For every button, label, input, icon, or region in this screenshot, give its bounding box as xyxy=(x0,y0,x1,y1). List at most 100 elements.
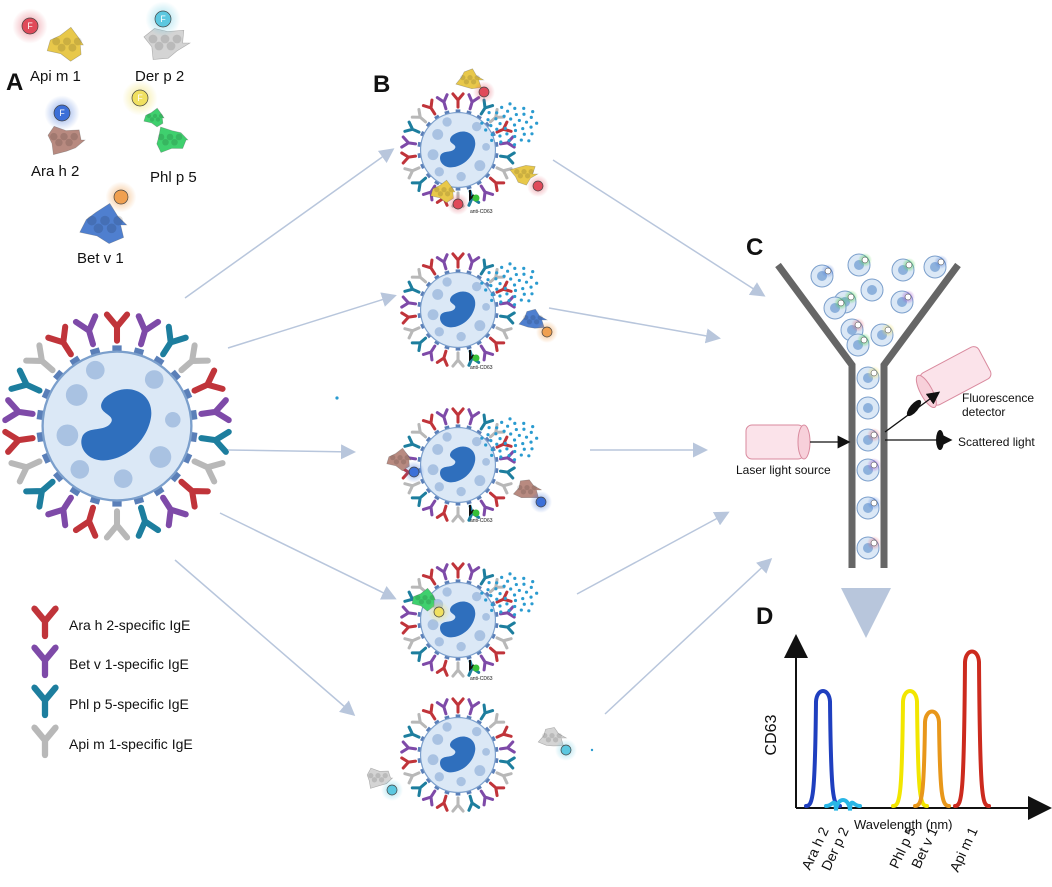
panel-letter-a: A xyxy=(6,69,23,96)
bound-fluorophore-icon xyxy=(447,193,469,215)
basophil-large xyxy=(5,315,228,538)
flow-cell-particle xyxy=(846,333,871,357)
allergen-label-der-p-2: Der p 2 xyxy=(135,68,184,85)
allergen-phl-p-5-molecule-part xyxy=(143,107,165,128)
flow-cell-particle xyxy=(856,496,881,520)
arrow-b1-to-c xyxy=(552,159,766,297)
bound-allergen xyxy=(430,179,456,204)
flow-cell-particle xyxy=(847,253,872,277)
flow-cell-particle xyxy=(891,258,916,282)
allergen-der-p-2-molecule xyxy=(143,28,192,60)
anti-cd63-marker xyxy=(469,350,480,362)
svg-text:F: F xyxy=(27,21,33,31)
fc-receptor xyxy=(455,345,461,351)
arrow-a-to-b2 xyxy=(227,292,397,349)
anti-cd63-label-2: anti-CD63 xyxy=(470,365,493,371)
anti-cd63-marker xyxy=(469,505,480,517)
fc-receptor xyxy=(455,579,461,585)
legend-label-phl-p-5: Phl p 5-specific IgE xyxy=(69,696,189,712)
legend-label-bet-v-1: Bet v 1-specific IgE xyxy=(69,656,189,672)
flow-cell-funnel xyxy=(775,262,961,568)
flow-cell-particle xyxy=(823,296,848,320)
chart-x-axis-label: Wavelength (nm) xyxy=(854,817,953,832)
arrow-b5-to-c xyxy=(604,557,773,715)
scattered-light-label: Scattered light xyxy=(958,435,1035,449)
chart-peak-ara-h-2 xyxy=(804,689,842,808)
fc-receptor xyxy=(455,655,461,661)
fc-receptor xyxy=(455,500,461,506)
arrow-a-to-b4 xyxy=(219,512,397,600)
panel-letter-c: C xyxy=(746,234,763,261)
arrow-b2-to-c xyxy=(548,307,721,344)
bound-fluorophore-icon xyxy=(527,175,549,197)
chart-peak-bet-v-1 xyxy=(913,709,951,808)
bound-allergen xyxy=(509,165,539,186)
allergen-label-api-m-1: Api m 1 xyxy=(30,68,81,85)
lens-icon xyxy=(936,430,944,450)
svg-text:F: F xyxy=(137,93,143,103)
fc-receptor xyxy=(455,424,461,430)
basophil-b-5 xyxy=(400,697,516,813)
stray-granule xyxy=(335,396,339,400)
panel-letter-b: B xyxy=(373,71,390,98)
allergen-ara-h-2-molecule xyxy=(47,125,86,155)
fc-receptor xyxy=(455,109,461,115)
flow-cell-particle xyxy=(856,396,880,420)
bound-allergen xyxy=(411,587,436,612)
fluorophore-yellow-icon: F xyxy=(122,80,158,116)
basophil-b-4 xyxy=(400,562,516,678)
bound-fluorophore-icon xyxy=(530,491,552,513)
fc-receptor xyxy=(455,269,461,275)
anti-cd63-label-1: anti-CD63 xyxy=(470,209,493,215)
allergen-phl-p-5-molecule xyxy=(156,126,189,153)
flow-cell-particle xyxy=(923,255,948,279)
degranulation-granules xyxy=(480,572,539,617)
flow-cell-particle xyxy=(860,278,884,302)
chart-y-axis-label: CD63 xyxy=(763,714,780,755)
flow-cell-particle xyxy=(856,536,881,560)
allergen-bet-v-1-molecule xyxy=(79,202,128,244)
fluorescence-detector-label-line1: Fluorescence xyxy=(962,391,1034,405)
allergen-api-m-1-molecule xyxy=(46,26,84,62)
degranulation-granules xyxy=(480,417,539,462)
arrow-a-to-b3 xyxy=(227,444,356,460)
laser-source-label: Laser light source xyxy=(736,463,831,477)
bound-fluorophore-icon xyxy=(428,601,450,623)
fc-receptor xyxy=(112,497,122,507)
panel-letter-d: D xyxy=(756,603,773,630)
fc-receptor xyxy=(455,185,461,191)
bound-allergen xyxy=(386,447,412,472)
chart-peak-der-p-2 xyxy=(824,798,862,811)
chart-peak-api-m-1 xyxy=(953,649,991,808)
bound-fluorophore-icon xyxy=(403,461,425,483)
fc-receptor xyxy=(112,345,122,355)
arrow-b4-to-c xyxy=(576,511,730,595)
flow-cell-particle xyxy=(890,290,915,314)
flow-cell-particle xyxy=(856,428,881,452)
degranulation-granules xyxy=(480,102,539,147)
bound-allergen xyxy=(518,308,549,329)
basophil-b-3 xyxy=(400,407,516,523)
allergen-label-phl-p-5: Phl p 5 xyxy=(150,169,197,186)
bound-fluorophore-icon xyxy=(555,739,577,761)
fluorophore-orange-icon xyxy=(105,181,137,213)
fluorophore-red-icon: F xyxy=(12,8,48,44)
anti-cd63-label-3: anti-CD63 xyxy=(470,518,493,524)
arrow-a-to-b1 xyxy=(184,148,395,299)
legend-label-ara-h-2: Ara h 2-specific IgE xyxy=(69,617,190,633)
degranulation-granules xyxy=(480,262,539,307)
svg-text:F: F xyxy=(160,14,166,24)
anti-cd63-marker xyxy=(469,190,480,202)
fluorophore-cyan-icon: F xyxy=(145,1,181,37)
anti-cd63-marker xyxy=(469,660,480,672)
flow-cell-particle xyxy=(810,264,835,288)
basophil-b-2 xyxy=(400,252,516,368)
fc-receptor xyxy=(455,790,461,796)
flow-cell-particle xyxy=(870,323,895,347)
flow-cell-particle xyxy=(856,458,881,482)
allergen-label-ara-h-2: Ara h 2 xyxy=(31,163,79,180)
bound-fluorophore-icon xyxy=(536,321,558,343)
